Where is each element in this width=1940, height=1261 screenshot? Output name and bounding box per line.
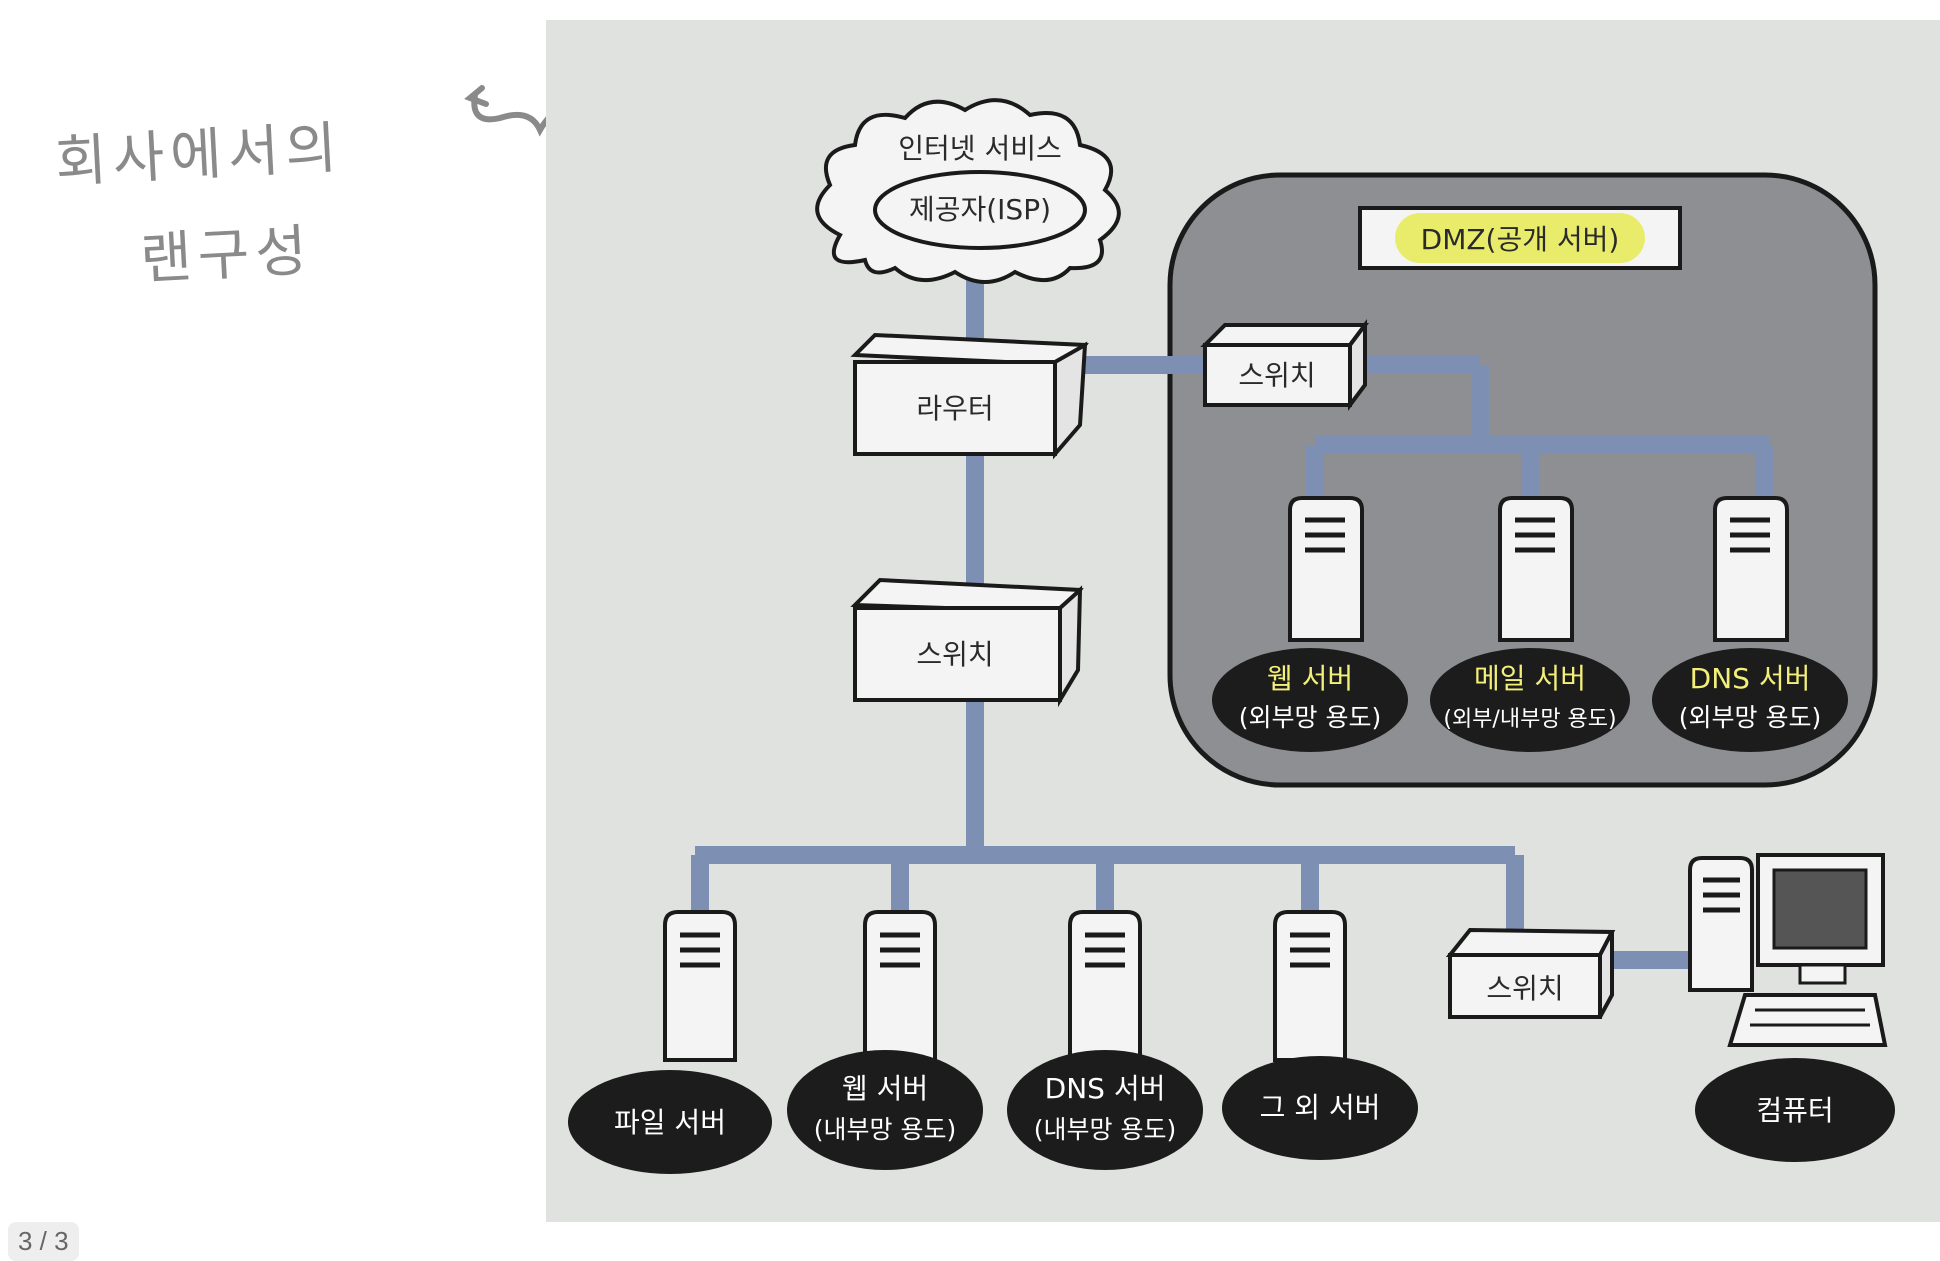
internal-server-3-purpose: (내부망 용도) <box>1034 1115 1176 1144</box>
internal-server-3-name: DNS 서버 <box>1045 1072 1166 1105</box>
main-switch-box <box>850 577 1084 708</box>
dmz-server-2-purpose: (외부/내부망 용도) <box>1443 707 1616 732</box>
dmz-server-2-name: 메일 서버 <box>1474 662 1586 695</box>
internal-server-2-name: 웹 서버 <box>842 1072 928 1105</box>
pc-switch-label: 스위치 <box>1486 972 1563 1005</box>
internal-server-towers <box>663 910 1347 1062</box>
dmz-switch-label: 스위치 <box>1238 359 1315 392</box>
router-label: 라우터 <box>916 392 993 425</box>
computer-icon <box>1688 853 1888 1047</box>
internal-server-4-name: 그 외 서버 <box>1260 1091 1381 1124</box>
page-indicator: 3 / 3 <box>8 1222 79 1261</box>
dmz-server-pill-2 <box>1430 648 1630 752</box>
dmz-title: DMZ(공개 서버) <box>1421 223 1620 256</box>
isp-inner-ellipse <box>873 170 1087 250</box>
dmz-server-pill-3 <box>1652 648 1848 752</box>
router-box <box>850 332 1089 460</box>
pc-switch-box <box>1445 927 1616 1019</box>
main-switch-label: 스위치 <box>916 638 993 671</box>
internal-server-pill-3 <box>1007 1050 1203 1170</box>
dmz-server-1-purpose: (외부망 용도) <box>1239 703 1381 732</box>
computer-pill <box>1695 1058 1895 1162</box>
dmz-title-highlight <box>1395 213 1645 263</box>
internal-server-2-purpose: (내부망 용도) <box>814 1115 956 1144</box>
network-links <box>691 240 1774 969</box>
dmz-server-3-name: DNS 서버 <box>1690 662 1811 695</box>
computer-label: 컴퓨터 <box>1756 1094 1833 1127</box>
internal-server-pill-1 <box>568 1070 772 1174</box>
isp-line-1: 인터넷 서비스 <box>898 132 1061 165</box>
dmz-switch-box <box>1200 319 1369 411</box>
dmz-server-1-name: 웹 서버 <box>1267 662 1353 695</box>
internal-server-1-name: 파일 서버 <box>614 1106 726 1139</box>
internal-server-pill-2 <box>787 1050 983 1170</box>
dmz-server-3-purpose: (외부망 용도) <box>1679 703 1821 732</box>
dmz-server-pill-1 <box>1212 648 1408 752</box>
internal-server-pill-4 <box>1222 1056 1418 1160</box>
isp-line-2: 제공자(ISP) <box>909 193 1051 226</box>
